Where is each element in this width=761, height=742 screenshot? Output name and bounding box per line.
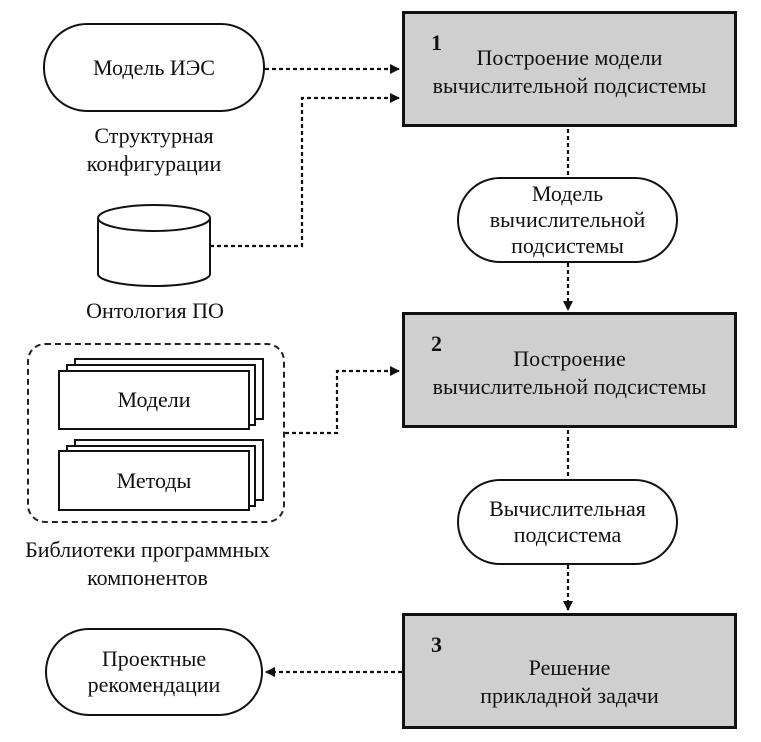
artifact-label: Модель вычислительной подсистемы (489, 181, 646, 258)
library-item-methods-label: Методы (116, 467, 192, 493)
process-step-2[interactable]: 2 Построение вычислительной подсистемы (402, 312, 737, 428)
step-title: Построение модели вычислительной подсист… (432, 45, 707, 98)
connector-ontology-to-step1 (210, 93, 400, 248)
database-cylinder-icon (97, 204, 211, 287)
artifact-computational-model[interactable]: Модель вычислительной подсистемы (457, 177, 678, 263)
step-number: 1 (431, 30, 442, 55)
output-label: Проектные рекомендации (87, 646, 221, 697)
process-step-3[interactable]: 3 Решение прикладной задачи (402, 613, 737, 729)
ies-model-terminator[interactable]: Модель ИЭС (43, 23, 265, 112)
step-title: Построение вычислительной подсистемы (432, 346, 707, 399)
library-item-models-card: Модели (58, 370, 250, 430)
component-library-group (27, 343, 285, 523)
artifact-label: Вычислительная подсистема (489, 496, 646, 547)
output-design-recommendations[interactable]: Проектные рекомендации (45, 628, 263, 716)
library-caption: Библиотеки программных компонентов (25, 537, 270, 590)
process-step-1[interactable]: 1 Построение модели вычислительной подси… (402, 11, 737, 127)
artifact-computational-subsystem[interactable]: Вычислительная подсистема (457, 479, 678, 565)
step-number: 3 (431, 632, 442, 657)
step-number: 2 (431, 331, 442, 356)
connector-library-to-step2 (285, 366, 400, 435)
ontology-caption: Онтология ПО (86, 298, 224, 323)
library-item-models-label: Модели (117, 387, 191, 412)
ies-model-caption: Структурная конфигурации (86, 123, 222, 176)
ies-model-label: Модель ИЭС (93, 54, 215, 80)
step-title: Решение прикладной задачи (480, 655, 659, 708)
library-item-methods-card: Методы (58, 450, 250, 511)
